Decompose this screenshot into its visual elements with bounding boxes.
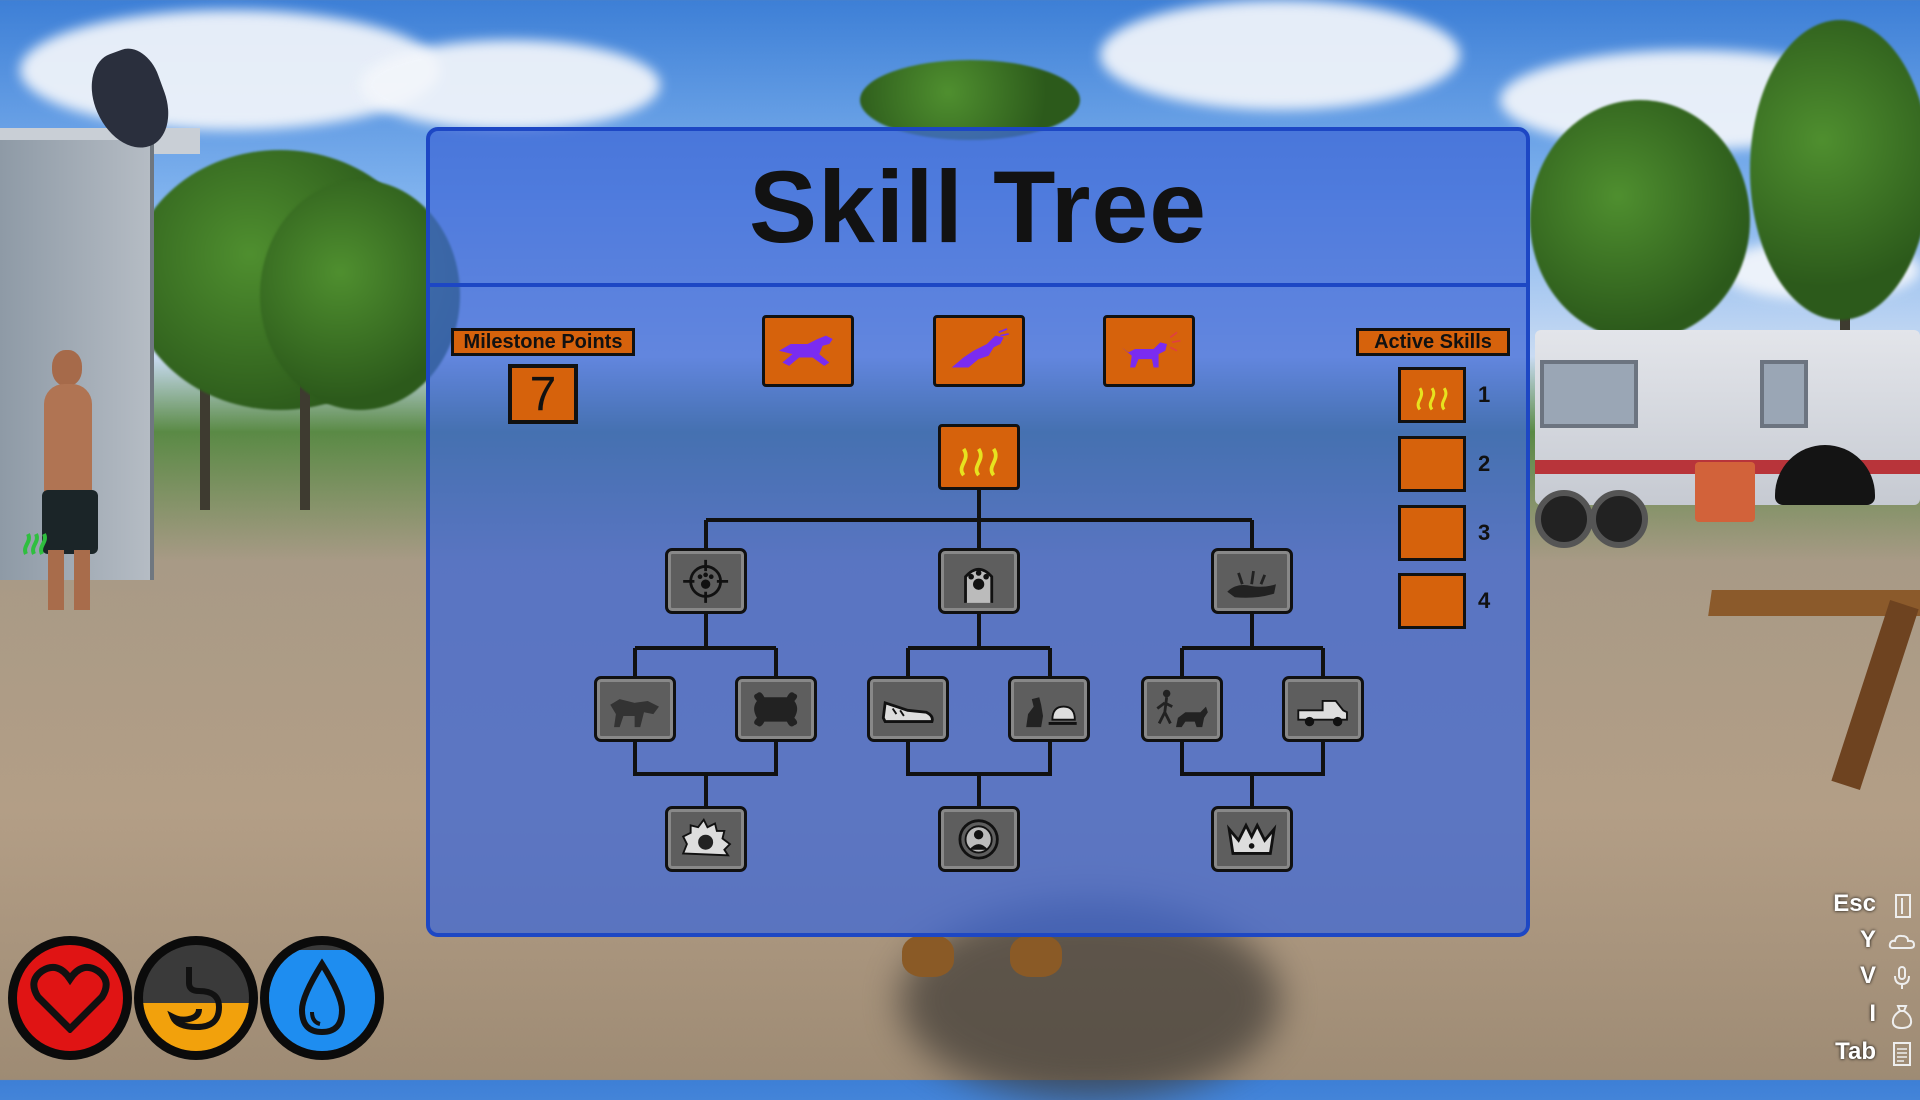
character-head [52, 350, 82, 386]
dog-paw [902, 935, 954, 977]
heart-icon [30, 963, 110, 1033]
character-shorts [42, 490, 98, 554]
exit-door-icon [1895, 894, 1911, 918]
bone-icon [754, 691, 798, 727]
tree [1750, 20, 1920, 320]
dog-chasing-person-icon [1156, 689, 1209, 727]
active-slot-number: 3 [1478, 520, 1491, 545]
leaping-dog-icon [952, 328, 1010, 368]
water-drop-icon [298, 958, 346, 1036]
scent-skill-button[interactable] [938, 424, 1020, 490]
sneaker-icon [882, 700, 935, 723]
character-leg [48, 550, 64, 610]
paw-skill-button[interactable] [938, 548, 1020, 614]
health-meter [8, 936, 132, 1060]
trailer-window [1760, 360, 1808, 428]
hotkey-label: Esc [1833, 890, 1876, 917]
dog-paw [1010, 935, 1062, 977]
active-skills-label: Active Skills [1356, 328, 1510, 356]
tree-trunk [300, 320, 310, 510]
lawn-chair [1695, 462, 1755, 522]
crown-skill-button[interactable] [1211, 806, 1293, 872]
truck-skill-button[interactable] [1282, 676, 1364, 742]
player-character [30, 350, 108, 620]
panel-title: Skill Tree [430, 131, 1526, 287]
cloud [1100, 0, 1460, 110]
hotkey-label: Tab [1835, 1038, 1876, 1065]
notepad-icon [1893, 1042, 1911, 1066]
character-torso [44, 384, 92, 504]
tree-trunk [200, 300, 210, 510]
active-slot-2[interactable] [1398, 436, 1466, 492]
stomach-icon [167, 967, 223, 1031]
tree [1530, 100, 1750, 340]
hotkey-label: I [1869, 1000, 1876, 1027]
running-dog-icon [779, 335, 834, 367]
active-slot-number: 1 [1478, 382, 1491, 407]
pickup-truck-icon [1297, 699, 1349, 726]
hunger-meter [134, 936, 258, 1060]
active-slot-number: 4 [1478, 588, 1491, 613]
person-target-icon [958, 818, 1000, 860]
active-slot-1[interactable] [1398, 367, 1466, 423]
roll-skill-button[interactable] [1211, 548, 1293, 614]
dinner-skill-button[interactable] [1008, 676, 1090, 742]
fight-skill-button[interactable] [594, 676, 676, 742]
milestone-points-value: 7 [508, 364, 578, 424]
dog-rolling-icon [1227, 570, 1277, 598]
microphone-icon [1894, 966, 1910, 989]
hotkey-exit[interactable]: Esc [1810, 890, 1920, 924]
target-skill-button[interactable] [938, 806, 1020, 872]
bag-icon [1891, 1005, 1913, 1030]
crown-icon [1227, 821, 1277, 855]
leap-skill-button[interactable] [933, 315, 1025, 387]
barking-dog-icon [1122, 331, 1182, 368]
scent-waves-icon [1416, 387, 1448, 411]
hedgehog-icon [682, 817, 732, 856]
cloud-icon [1888, 934, 1916, 949]
tracking-skill-button[interactable] [665, 548, 747, 614]
trailer-window [1540, 360, 1638, 428]
scent-buff-icon [23, 533, 47, 555]
active-slot-3[interactable] [1398, 505, 1466, 561]
character-leg [74, 550, 90, 610]
active-slot-number: 2 [1478, 451, 1491, 476]
hotkey-inventory[interactable]: I [1810, 1000, 1920, 1034]
trailer-wheel [1590, 490, 1648, 548]
paw-target-icon [683, 559, 729, 603]
run-skill-button[interactable] [762, 315, 854, 387]
active-slot-4[interactable] [1398, 573, 1466, 629]
chase-skill-button[interactable] [1141, 676, 1223, 742]
hotkey-voice[interactable]: V [1810, 962, 1920, 996]
hotkey-label: Y [1859, 926, 1876, 953]
bark-skill-button[interactable] [1103, 315, 1195, 387]
bone-skill-button[interactable] [735, 676, 817, 742]
hotkey-weather[interactable]: Y [1810, 926, 1920, 960]
paw-high-five-icon [964, 567, 994, 603]
hedgehog-skill-button[interactable] [665, 806, 747, 872]
hotkey-notes[interactable]: Tab [1810, 1038, 1920, 1072]
hotkey-label: V [1859, 962, 1876, 989]
tree [860, 60, 1080, 140]
milestone-points-label: Milestone Points [451, 328, 635, 356]
dog-fight-icon [610, 698, 660, 727]
sneaker-skill-button[interactable] [867, 676, 949, 742]
dog-dinner-bell-icon [1026, 696, 1078, 727]
thirst-meter [260, 936, 384, 1060]
cloud [360, 40, 660, 130]
scent-waves-icon [960, 447, 998, 476]
